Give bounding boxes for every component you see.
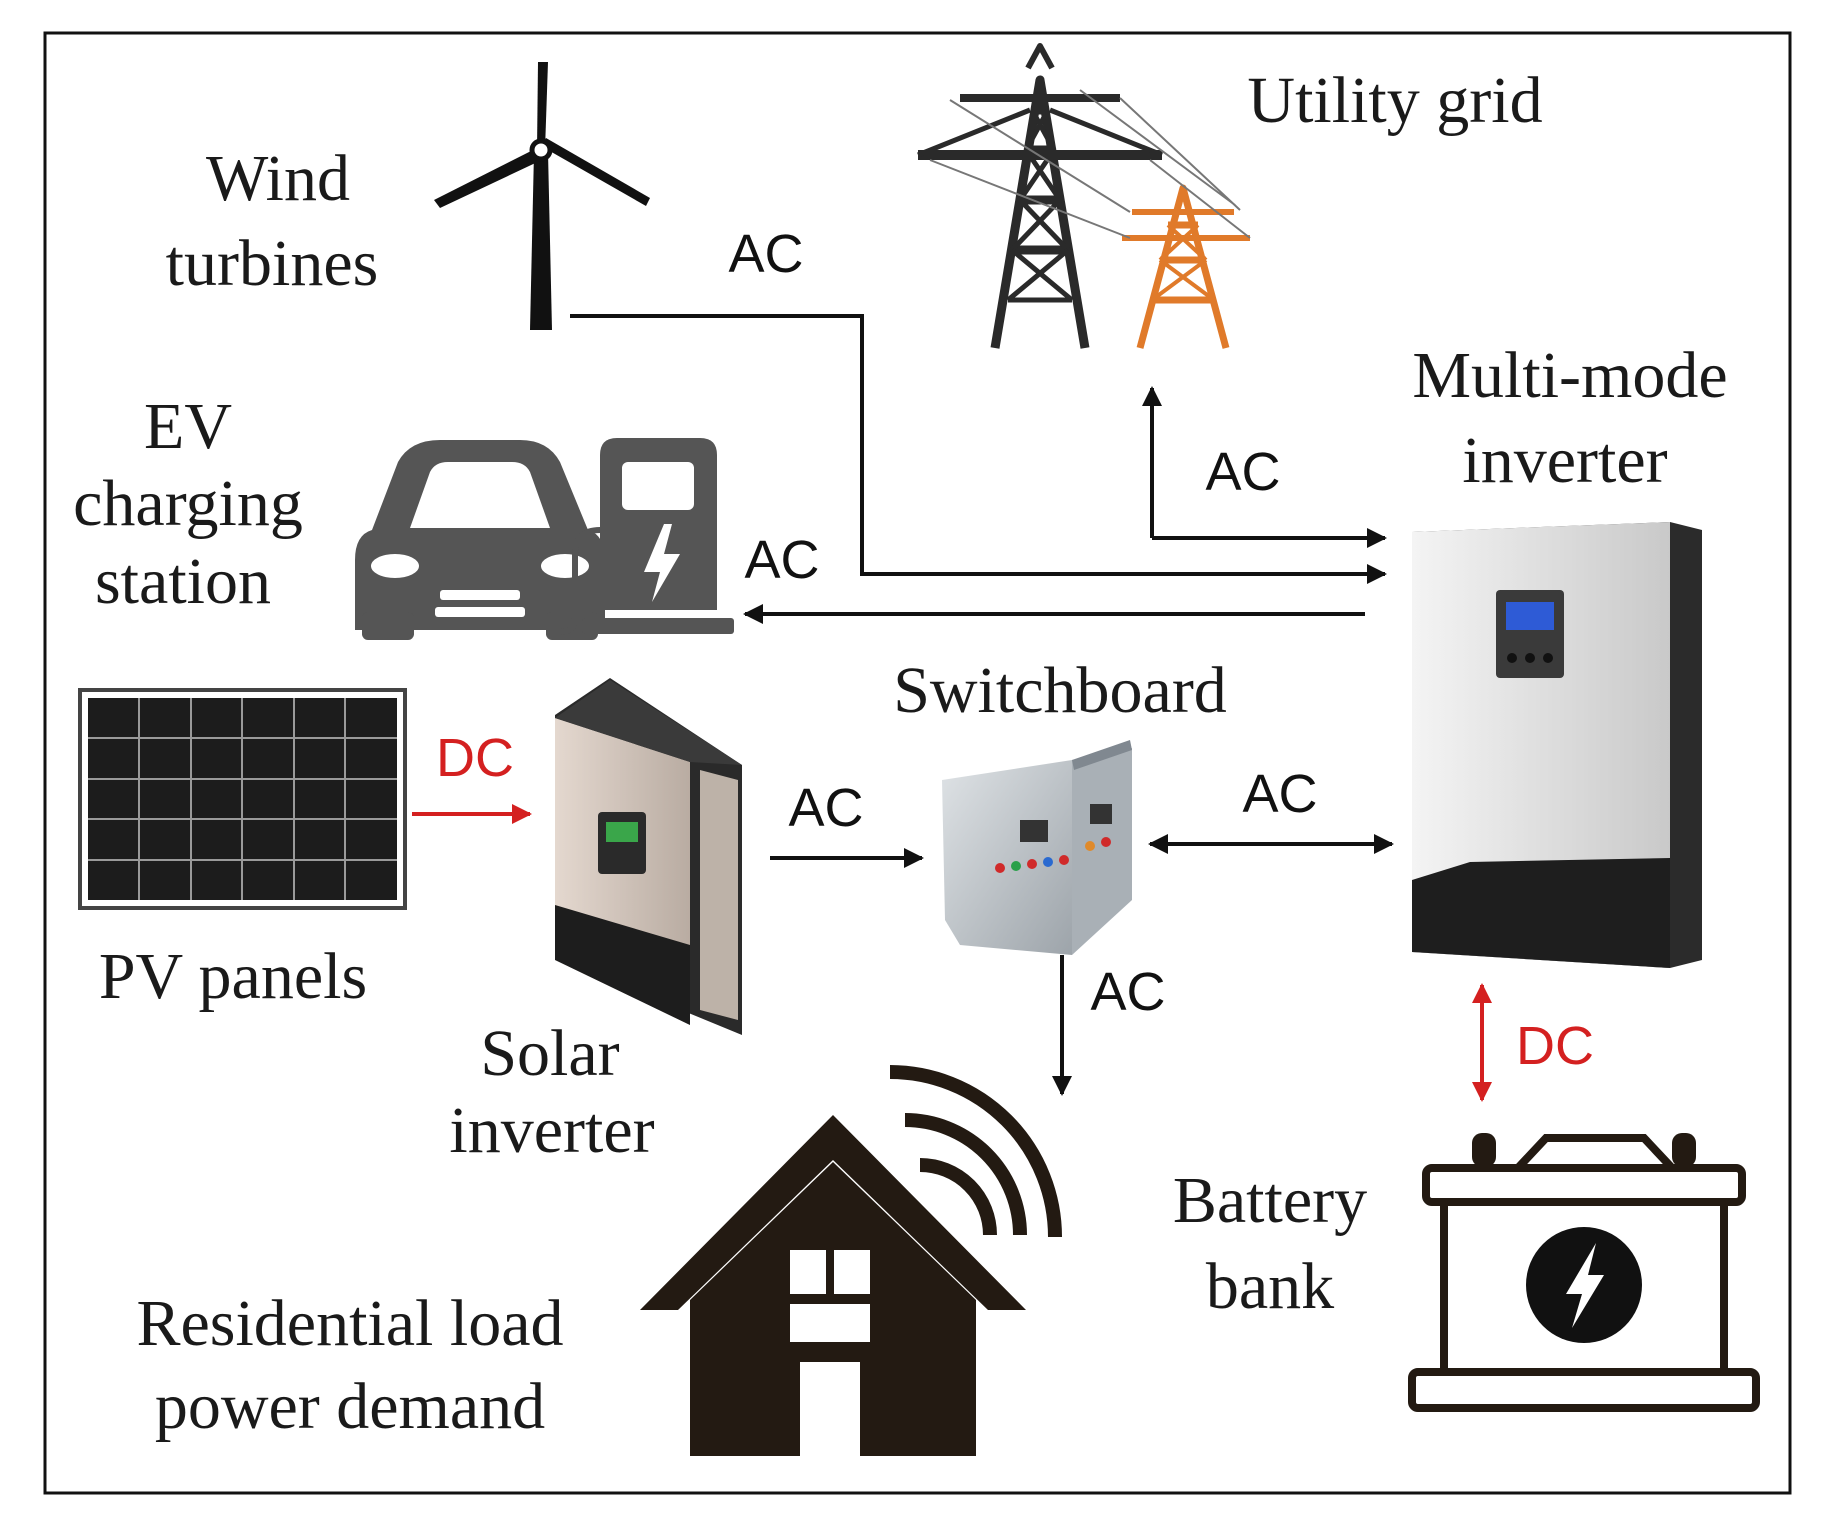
solar-ac-label: AC <box>788 778 863 838</box>
pv-dc-label: DC <box>436 728 514 788</box>
inverter-label-line1: Multi-mode <box>1412 339 1727 412</box>
charging-pump-icon <box>548 438 734 635</box>
load-label-line2: power demand <box>155 1370 545 1443</box>
power-lines-icon <box>929 89 1251 239</box>
grid-label: Utility grid <box>1247 64 1542 137</box>
solar-panel-icon <box>78 688 407 910</box>
car-icon <box>355 440 605 640</box>
wind-label-line1: Wind <box>206 142 350 215</box>
wind-to-inverter-arrow <box>570 314 1387 584</box>
switch-ac-label: AC <box>1242 764 1317 824</box>
wind-ac-label: AC <box>728 224 803 284</box>
multimode-inverter-icon <box>1412 522 1702 968</box>
load-label-line1: Residential load <box>136 1287 563 1360</box>
ev-label-line1: EV <box>144 390 232 463</box>
solar-inverter-icon <box>555 678 742 1035</box>
battery-dc-label: DC <box>1516 1016 1594 1076</box>
transmission-tower-icon <box>917 43 1163 349</box>
ev-label-line3: station <box>95 545 271 618</box>
battery-label-line1: Battery <box>1173 1164 1367 1237</box>
switchboard-icon <box>942 740 1132 955</box>
grid-ac-label: AC <box>1205 442 1280 502</box>
diagram-frame <box>43 31 1792 1495</box>
wind-label-line2: turbines <box>166 227 379 300</box>
ev-ac-label: AC <box>744 530 819 590</box>
solar-label-line2: inverter <box>449 1094 654 1167</box>
inverter-label-line2: inverter <box>1462 424 1667 497</box>
battery-label-line2: bank <box>1206 1250 1334 1323</box>
battery-icon <box>1408 1133 1760 1412</box>
solar-label-line1: Solar <box>480 1017 619 1090</box>
connector-lines <box>412 314 1492 1102</box>
transmission-tower-orange-icon <box>1122 184 1250 349</box>
pv-label: PV panels <box>99 940 367 1013</box>
wind-turbine-icon <box>434 62 650 330</box>
switchboard-label: Switchboard <box>893 654 1227 727</box>
load-ac-label: AC <box>1090 962 1165 1022</box>
house-icon <box>640 1065 1062 1456</box>
ev-label-line2: charging <box>73 467 303 540</box>
